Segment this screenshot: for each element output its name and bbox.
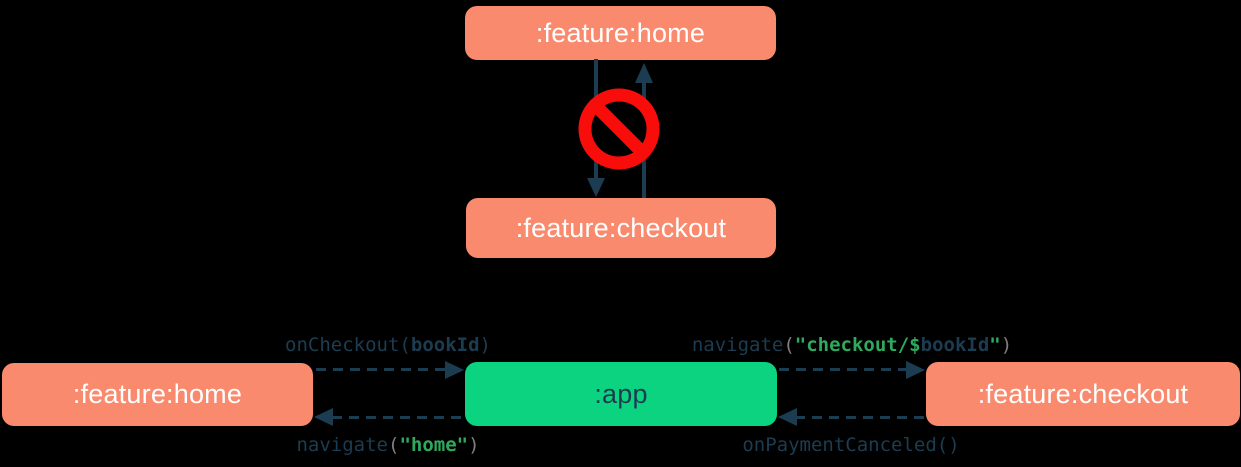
module-box-feature-checkout-bottom: :feature:checkout [926,362,1240,426]
dashed-arrow-app-to-home [332,416,464,419]
module-box-feature-home-bottom: :feature:home [2,363,313,426]
label-navigate-checkout-bookid: navigate("checkout/$bookId") [691,334,1013,356]
dashed-arrow-home-to-app [316,368,447,371]
dashed-arrow-app-to-checkout [779,368,908,371]
label-navigate-home: navigate("home") [296,434,480,456]
label-onpaymentcanceled: onPaymentCanceled() [742,434,960,456]
arrowhead-right-icon [445,361,464,379]
no-entry-icon [578,88,660,170]
arrowhead-left-icon [778,408,797,426]
arrowhead-down-icon [587,178,605,197]
arrowhead-left-icon [314,408,333,426]
label-oncheckout-bookid: onCheckout(bookId) [285,334,491,356]
arrowhead-right-icon [906,361,925,379]
dashed-arrow-checkout-to-app [795,416,925,419]
module-box-app: :app [465,362,777,426]
module-box-feature-home: :feature:home [465,6,776,60]
arrowhead-up-icon [635,63,653,83]
module-box-feature-checkout: :feature:checkout [466,198,776,258]
